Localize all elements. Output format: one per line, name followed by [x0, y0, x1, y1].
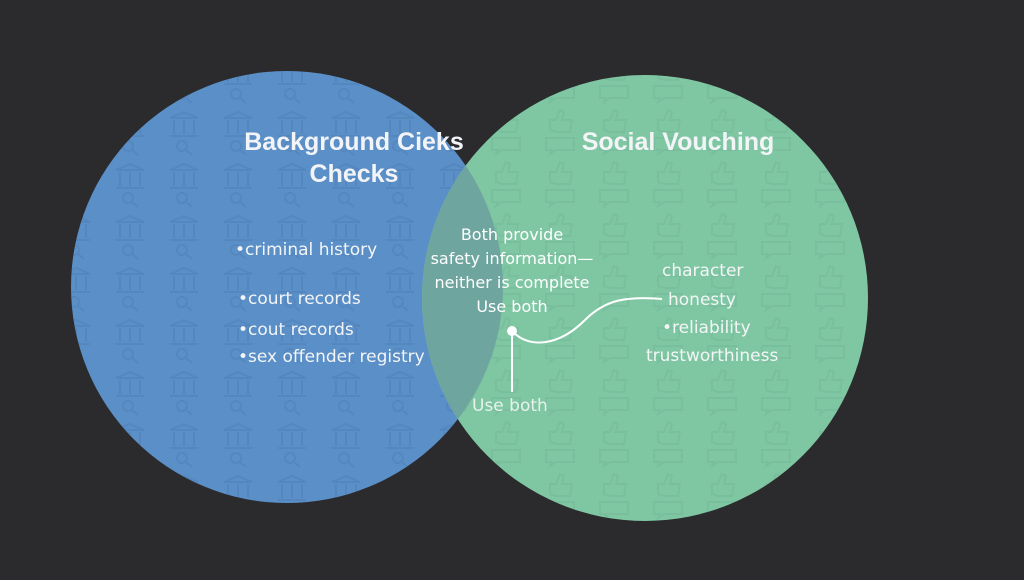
right-item: •reliability: [662, 318, 751, 338]
left-title-line1: Background Cieks: [244, 128, 464, 156]
left-item: •court records: [238, 289, 361, 309]
left-item: •criminal history: [235, 240, 378, 260]
right-item: character: [662, 261, 744, 281]
overlap-line: Use both: [476, 297, 548, 316]
right-title: Social Vouching: [581, 128, 775, 156]
overlap-line: safety information—: [430, 249, 594, 268]
callout-label: Use both: [472, 396, 548, 416]
right-item: trustworthiness: [646, 346, 779, 366]
callout-connector: [511, 297, 663, 344]
left-item: •cout records: [238, 320, 354, 340]
left-item: •sex offender registry: [238, 347, 425, 367]
right-item: honesty: [668, 290, 736, 310]
overlap-text: Both provide safety information— neither…: [422, 223, 602, 319]
left-title-line2: Checks: [309, 160, 399, 188]
overlap-line: neither is complete: [434, 273, 590, 292]
callout-dot: [507, 326, 517, 336]
left-title: Background Cieks Checks: [224, 126, 484, 190]
overlap-line: Both provide: [460, 225, 564, 244]
